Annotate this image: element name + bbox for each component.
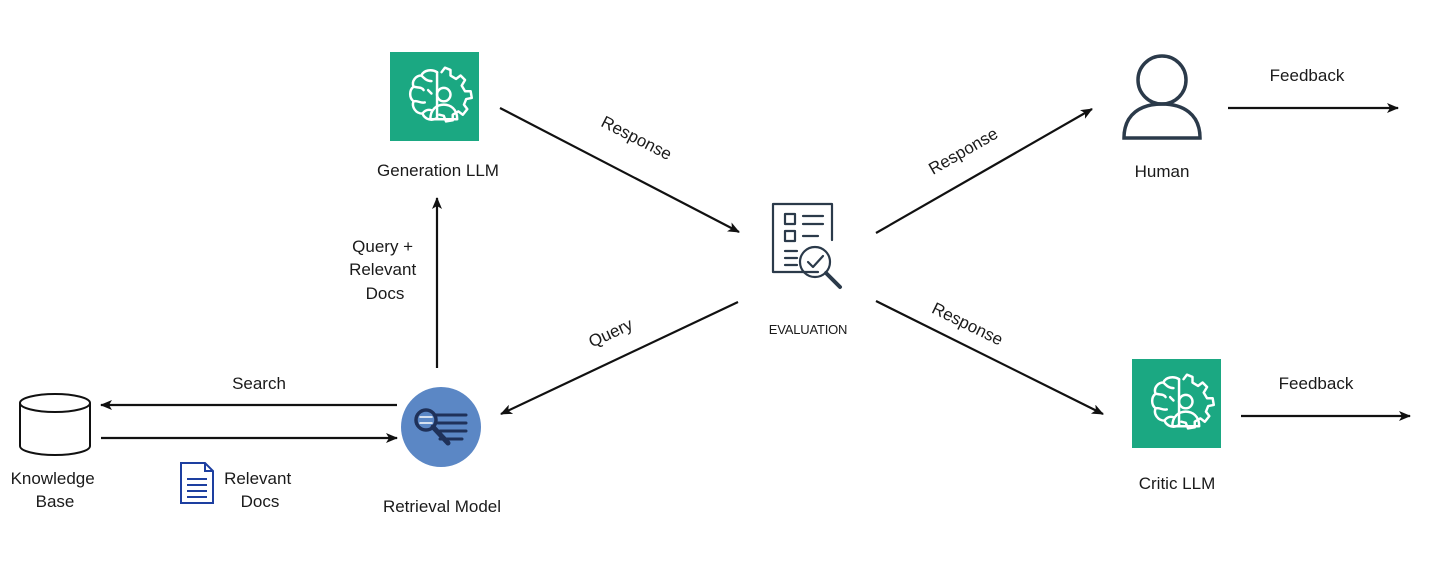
- evaluation-label: EVALUATION: [769, 322, 847, 337]
- label-query-relevant-docs-line-2: Relevant: [349, 260, 416, 279]
- evaluation-node: EVALUATION: [769, 202, 847, 337]
- checklist-magnifier-icon: [771, 202, 842, 289]
- label-query-relevant-docs-line-3: Docs: [366, 284, 405, 303]
- knowledge-base-label: Knowledge Base: [11, 469, 100, 511]
- edge-evaluation-to-human: [875, 108, 1093, 234]
- label-query-relevant-docs: Query + Relevant Docs: [349, 237, 421, 303]
- label-query: Query: [586, 314, 636, 351]
- label-search: Search: [232, 374, 286, 393]
- knowledge-base-label-line-1: Knowledge: [11, 469, 95, 488]
- brain-gear-person-icon: [390, 52, 479, 141]
- label-human-feedback: Feedback: [1270, 66, 1345, 85]
- retrieval-model-label: Retrieval Model: [383, 497, 501, 516]
- label-critic-feedback: Feedback: [1279, 374, 1354, 393]
- label-relevant-docs-line-2: Docs: [241, 492, 280, 511]
- label-critic-response: Response: [929, 299, 1006, 350]
- generation-llm-label: Generation LLM: [377, 161, 499, 180]
- critic-llm-node: Critic LLM: [1132, 359, 1221, 493]
- knowledge-base-node: Knowledge Base: [11, 393, 100, 511]
- generation-llm-node: Generation LLM: [377, 52, 499, 180]
- label-generation-response: Response: [598, 112, 675, 164]
- critic-llm-label: Critic LLM: [1139, 474, 1216, 493]
- person-outline-icon: [1122, 54, 1202, 140]
- edge-evaluation-to-critic: [875, 300, 1104, 415]
- edge-evaluation-to-retrieval: [500, 301, 739, 415]
- human-node: Human: [1122, 54, 1202, 181]
- brain-gear-person-icon: [1132, 359, 1221, 448]
- document-icon: [180, 462, 214, 504]
- label-relevant-docs-line-1: Relevant: [224, 469, 291, 488]
- search-lines-icon: [401, 387, 481, 467]
- database-cylinder-icon: [19, 393, 91, 456]
- label-query-relevant-docs-line-1: Query +: [352, 237, 413, 256]
- edge-generation-to-evaluation: [499, 107, 740, 233]
- label-human-response: Response: [925, 124, 1001, 179]
- label-relevant-docs: Relevant Docs: [224, 469, 296, 511]
- retrieval-model-node: Retrieval Model: [383, 387, 501, 516]
- human-label: Human: [1135, 162, 1190, 181]
- knowledge-base-label-line-2: Base: [36, 492, 75, 511]
